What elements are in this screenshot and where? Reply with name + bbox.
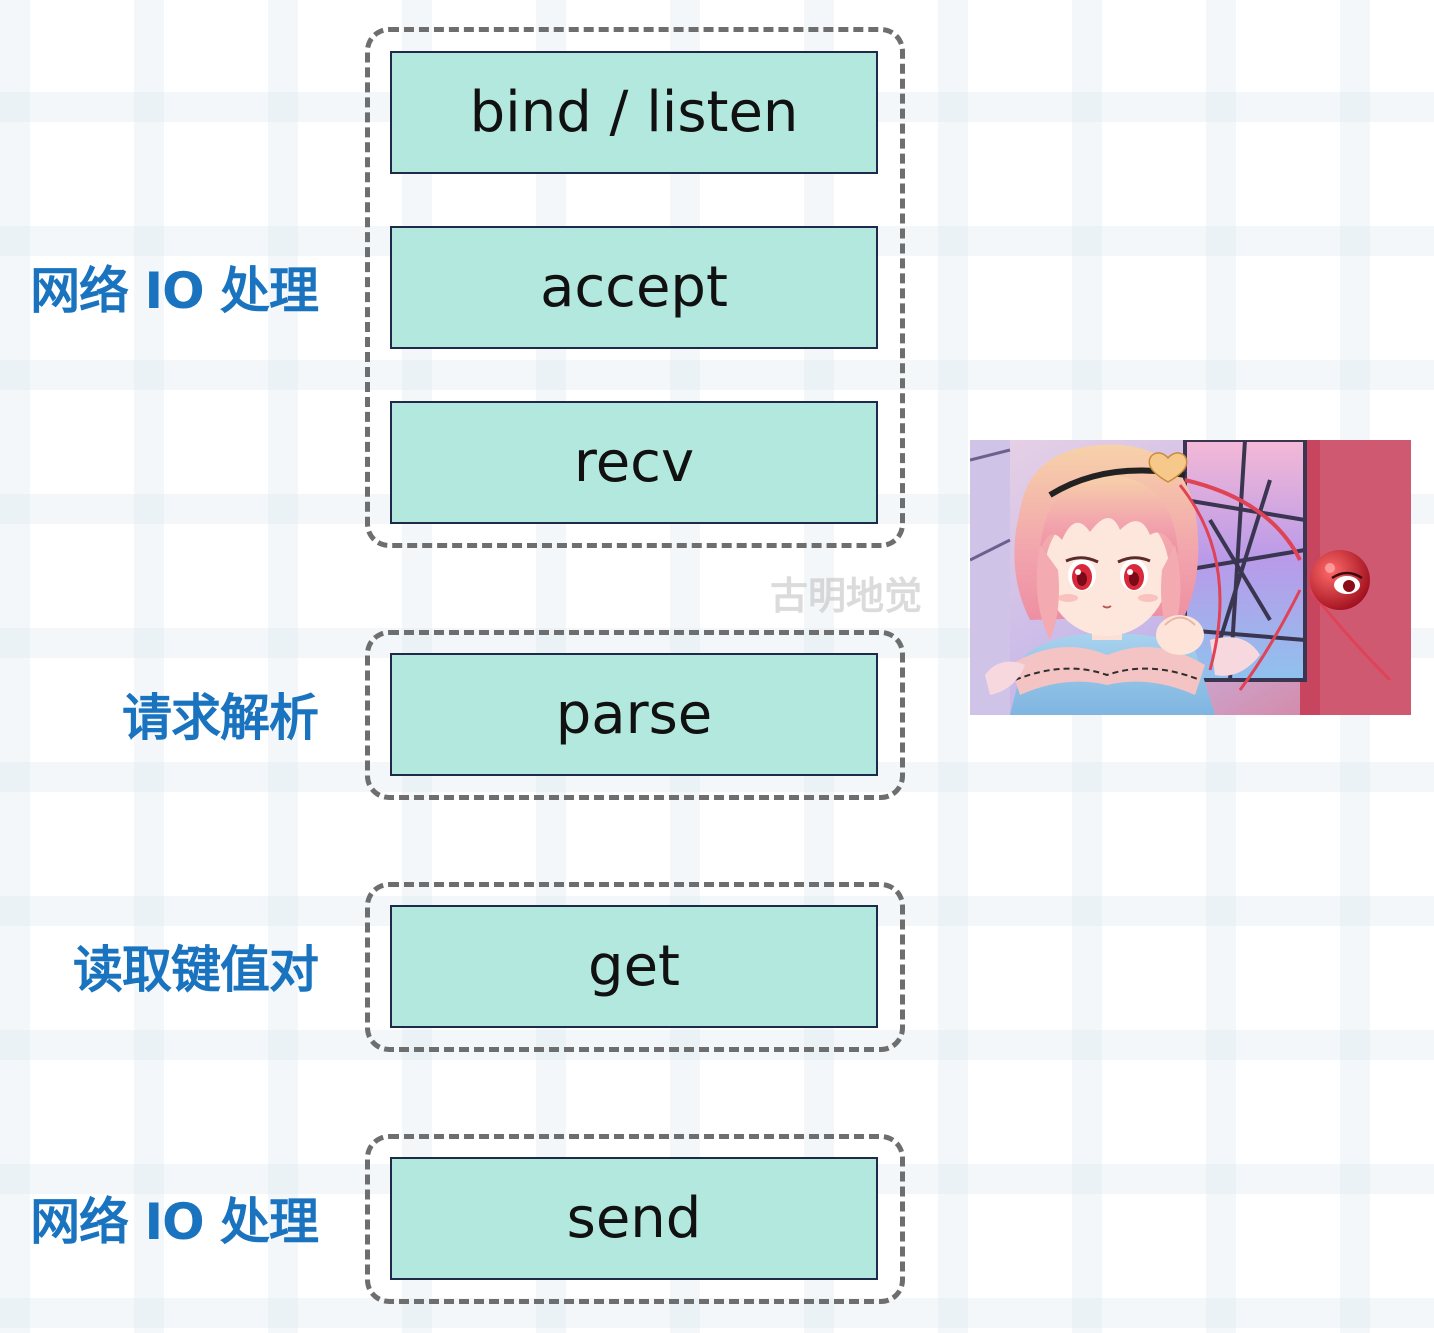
step-accept: accept bbox=[390, 226, 878, 349]
stage-group-read-kv bbox=[365, 882, 905, 1052]
step-get: get bbox=[390, 905, 878, 1028]
step-bind-listen: bind / listen bbox=[390, 51, 878, 174]
stage-group-network-io-2 bbox=[365, 1134, 905, 1304]
stage-group-network-io-1 bbox=[365, 27, 905, 548]
stage-label-read-kv: 读取键值对 bbox=[73, 941, 319, 999]
step-recv: recv bbox=[390, 401, 878, 524]
stage-group-request-parse bbox=[365, 630, 905, 800]
stage-label-network-io-1: 网络 IO 处理 bbox=[30, 262, 319, 320]
watermark-text: 古明地觉 bbox=[770, 574, 923, 618]
stage-label-network-io-2: 网络 IO 处理 bbox=[30, 1193, 319, 1251]
anime-girl-illustration bbox=[970, 440, 1411, 715]
step-parse: parse bbox=[390, 653, 878, 776]
step-send: send bbox=[390, 1157, 878, 1280]
stage-label-request-parse: 请求解析 bbox=[122, 689, 319, 747]
